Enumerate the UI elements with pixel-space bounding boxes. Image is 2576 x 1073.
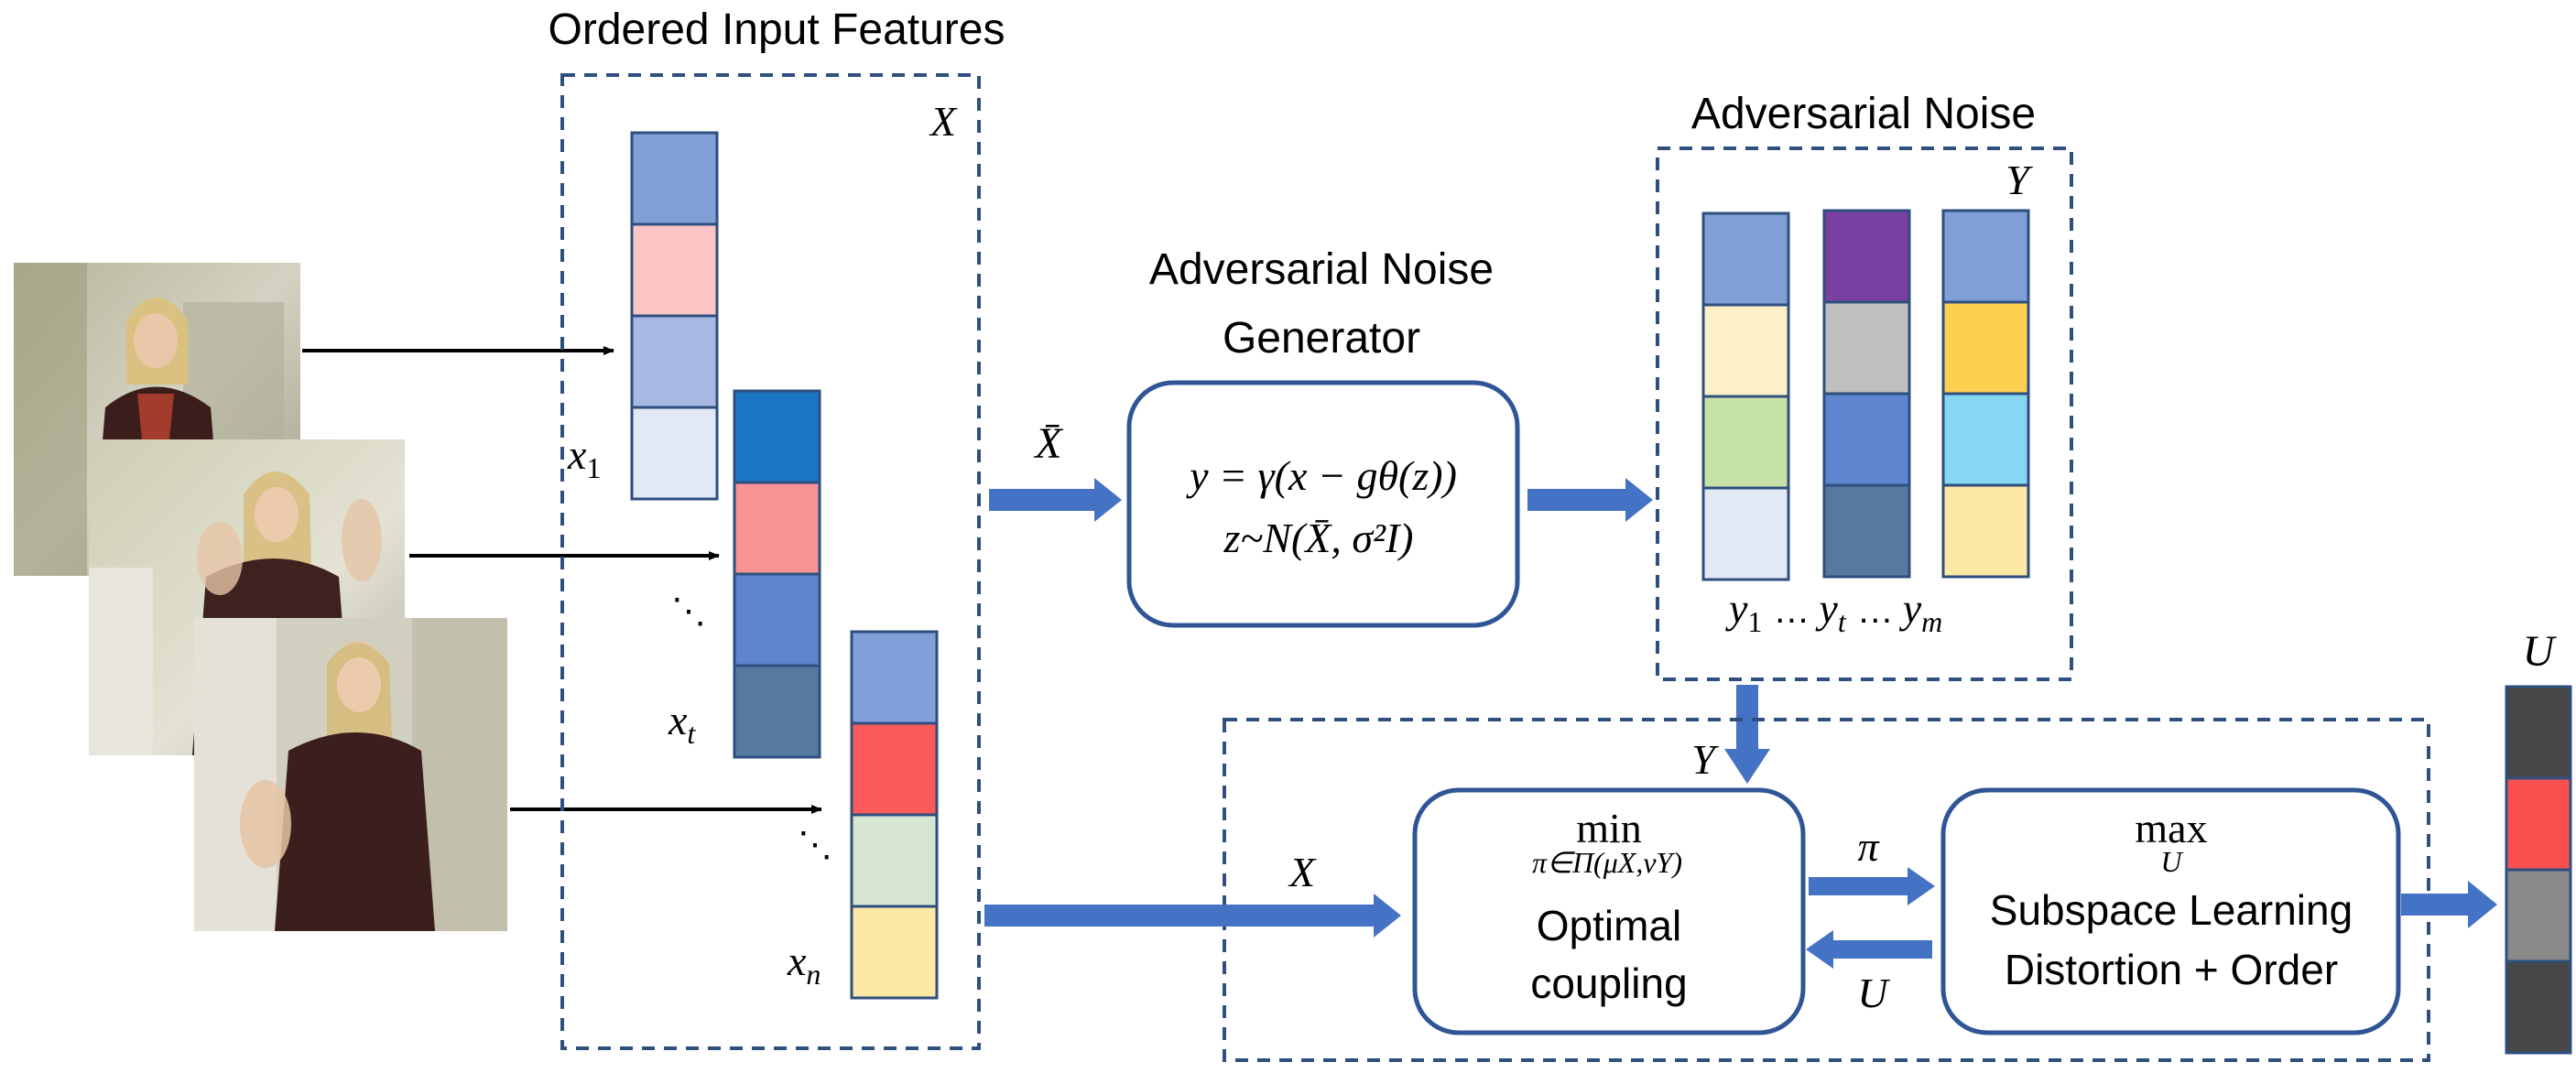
xn-cell-0 — [850, 630, 939, 725]
yt-cell-0 — [1822, 209, 1911, 304]
feature-vector-xn — [850, 630, 939, 1000]
ym-cell-3 — [1941, 483, 2030, 579]
vertical-dots-1: ⋱ — [671, 592, 706, 631]
subspace-max-subscript: U — [2160, 845, 2183, 878]
adversarial-noise-dashed-box — [1656, 146, 2073, 681]
X-box-label: X — [929, 98, 958, 145]
x-bar-label: X̄ — [1033, 419, 1063, 468]
coupling-min-operator: min — [1576, 805, 1642, 851]
video-frames — [14, 263, 507, 931]
subspace-line2: Distortion + Order — [2005, 946, 2338, 993]
yt-cell-3 — [1822, 483, 1911, 579]
X-arrow-label: X — [1288, 849, 1317, 895]
coupling-line2: coupling — [1530, 959, 1687, 1007]
subspace-learning-box — [1940, 787, 2401, 1035]
y1-cell-0 — [1701, 211, 1790, 307]
generator-title-line2: Generator — [1223, 314, 1420, 363]
x1-cell-3 — [630, 406, 719, 501]
U-arrow-label: U — [1857, 970, 1890, 1016]
xt-cell-2 — [733, 572, 821, 667]
noise-vector-yt — [1822, 209, 1911, 579]
optimal-coupling-box — [1412, 787, 1806, 1035]
ym-cell-0 — [1941, 209, 2030, 304]
subspace-line1: Subspace Learning — [1990, 886, 2353, 934]
generator-box — [1126, 380, 1520, 628]
features-to-coupling-arrow — [984, 894, 1401, 938]
x1-cell-0 — [630, 131, 719, 226]
x1-cell-2 — [630, 314, 719, 409]
subspace-to-output-arrow — [2401, 881, 2497, 928]
video-frame-3 — [194, 618, 507, 931]
U-cell-3 — [2505, 959, 2572, 1055]
generator-title-line1: Adversarial Noise — [1149, 245, 1494, 294]
xt-cell-1 — [733, 481, 821, 576]
feature-vector-x1 — [630, 131, 719, 501]
U-feedback-arrow — [1806, 930, 1932, 969]
U-cell-1 — [2505, 776, 2572, 872]
y1-cell-2 — [1701, 395, 1790, 490]
ym-cell-1 — [1941, 300, 2030, 396]
video-frame-1 — [14, 263, 300, 576]
xn-label: xn — [787, 938, 821, 991]
adversarial-noise-title: Adversarial Noise — [1691, 90, 2036, 138]
noise-to-coupling-arrow — [1724, 685, 1770, 784]
output-vector-U — [2505, 685, 2572, 1055]
y1-cell-3 — [1701, 486, 1790, 581]
xn-cell-1 — [850, 721, 939, 817]
yt-cell-2 — [1822, 392, 1911, 487]
yt-cell-1 — [1822, 300, 1911, 396]
noise-index-labels: y1…yt…ym — [1725, 585, 1942, 638]
ym-cell-2 — [1941, 392, 2030, 487]
xn-cell-3 — [850, 905, 939, 1000]
noise-vector-ym — [1941, 209, 2030, 579]
subspace-max-operator: max — [2135, 805, 2207, 851]
input-features-dashed-box — [560, 73, 981, 1050]
y1-cell-1 — [1701, 303, 1790, 398]
Y-arrow-label: Y — [1691, 736, 1719, 783]
ordered-input-features-title: Ordered Input Features — [549, 5, 1005, 54]
xt-cell-3 — [733, 664, 821, 759]
generator-formula-line1: y = γ(x − gθ(z)) — [1186, 452, 1457, 499]
Y-box-label: Y — [2005, 157, 2033, 203]
x1-cell-1 — [630, 222, 719, 318]
U-output-label: U — [2523, 627, 2558, 676]
pi-arrow-label: π — [1857, 823, 1880, 870]
optimization-dashed-box — [1223, 718, 2430, 1062]
U-cell-2 — [2505, 868, 2572, 963]
xt-cell-0 — [733, 389, 821, 484]
xn-cell-2 — [850, 813, 939, 908]
noise-vector-y1 — [1701, 211, 1790, 581]
coupling-line1: Optimal — [1537, 902, 1681, 949]
generator-to-noise-arrow — [1527, 478, 1653, 522]
vertical-dots-2: ⋱ — [798, 826, 832, 864]
xbar-to-generator-arrow — [989, 478, 1122, 522]
x1-label: x1 — [567, 431, 601, 484]
U-cell-0 — [2505, 685, 2572, 780]
pi-arrow — [1809, 867, 1935, 905]
xt-label: xt — [668, 697, 696, 750]
feature-vector-xt — [733, 389, 821, 759]
generator-formula-line2: z~N(X̄, σ²I) — [1223, 515, 1414, 561]
coupling-min-subscript: π∈Π(μX,νY) — [1532, 846, 1682, 879]
